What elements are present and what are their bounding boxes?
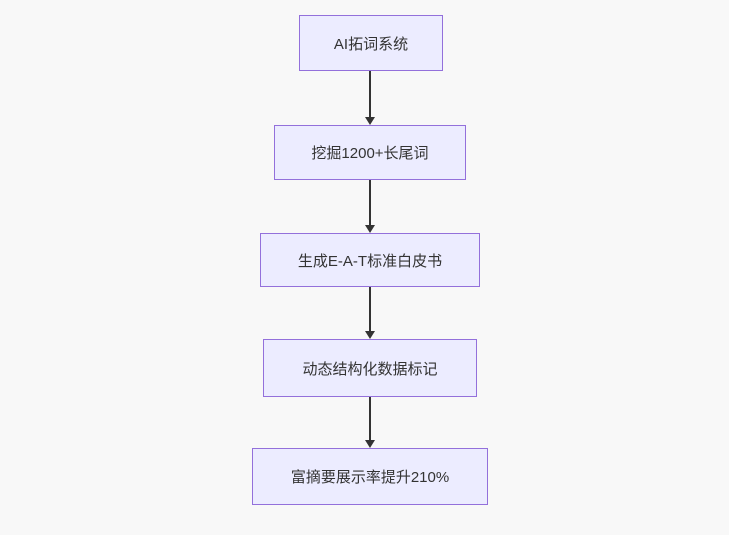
down-arrow-connector-2 <box>369 180 371 225</box>
down-arrow-connector-3 <box>369 287 371 331</box>
flow-node-rich-snippet-result: 富摘要展示率提升210% <box>252 448 488 505</box>
flow-node-ai-keyword-system: AI拓词系统 <box>299 15 443 71</box>
flow-node-eat-whitepaper: 生成E-A-T标准白皮书 <box>260 233 480 287</box>
down-arrow-connector-4 <box>369 397 371 440</box>
flow-node-label: 挖掘1200+长尾词 <box>311 145 429 162</box>
flow-node-structured-data-markup: 动态结构化数据标记 <box>263 339 477 397</box>
flow-node-longtail-mining: 挖掘1200+长尾词 <box>274 125 466 180</box>
down-arrow-connector-1 <box>369 71 371 117</box>
flow-node-label: 动态结构化数据标记 <box>302 360 438 378</box>
flow-node-label: 富摘要展示率提升210% <box>290 469 450 486</box>
flow-node-label: AI拓词系统 <box>333 35 409 53</box>
flow-node-label: 生成E-A-T标准白皮书 <box>297 252 443 270</box>
